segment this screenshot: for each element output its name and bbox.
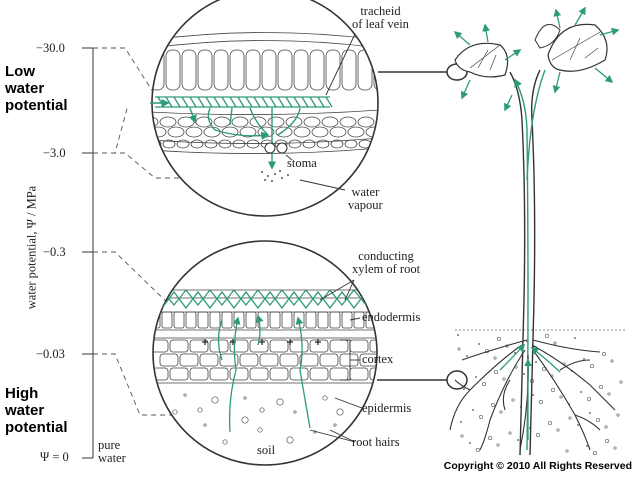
endodermis-label: endodermis (362, 310, 421, 324)
tick-label: −0.03 (36, 347, 65, 361)
pure-water-label: pure water (98, 439, 126, 465)
low-line-3: potential (5, 97, 68, 114)
pure-water-line-1: pure (98, 438, 121, 452)
tick-label: −30.0 (36, 41, 65, 55)
low-water-potential-label: Low water potential (5, 63, 68, 114)
low-line-1: Low (5, 63, 35, 80)
conducting-xylem-label: conducting xylem of root (352, 250, 420, 276)
plant-illustration (449, 6, 625, 456)
root-cross-section (152, 240, 378, 466)
high-line-1: High (5, 385, 39, 402)
low-line-2: water (5, 80, 45, 97)
epidermis-label: epidermis (362, 401, 412, 415)
xylem-line-2: xylem of root (352, 262, 421, 276)
xylem-line-1: conducting (358, 249, 414, 263)
label-leaders (285, 33, 363, 443)
axis-line (82, 47, 94, 459)
stoma-label: stoma (287, 156, 317, 170)
vapour-line-2: vapour (348, 198, 383, 212)
axis-title: water potential, Ψ / MPa (24, 185, 39, 310)
cortex-label: cortex (362, 352, 394, 366)
high-line-3: potential (5, 419, 68, 436)
soil-label: soil (257, 443, 276, 457)
copyright-notice: Copyright © 2010 All Rights Reserved (443, 460, 632, 472)
vapour-line-1: water (351, 185, 380, 199)
tick-label: −0.3 (43, 245, 66, 259)
high-line-2: water (5, 402, 45, 419)
tracheid-line-2: of leaf vein (352, 17, 409, 31)
tracheid-label: tracheid of leaf vein (352, 5, 409, 31)
leaf-cross-section (150, 0, 379, 217)
tick-label-zero: Ψ = 0 (40, 450, 69, 464)
pure-water-line-2: water (98, 451, 126, 465)
tick-label: −3.0 (43, 146, 66, 160)
water-vapour-label: water vapour (348, 186, 383, 212)
root-hairs-label: root hairs (352, 435, 400, 449)
dashed-connectors (93, 47, 242, 418)
tracheid-line-1: tracheid (360, 4, 401, 18)
high-water-potential-label: High water potential (5, 385, 68, 436)
